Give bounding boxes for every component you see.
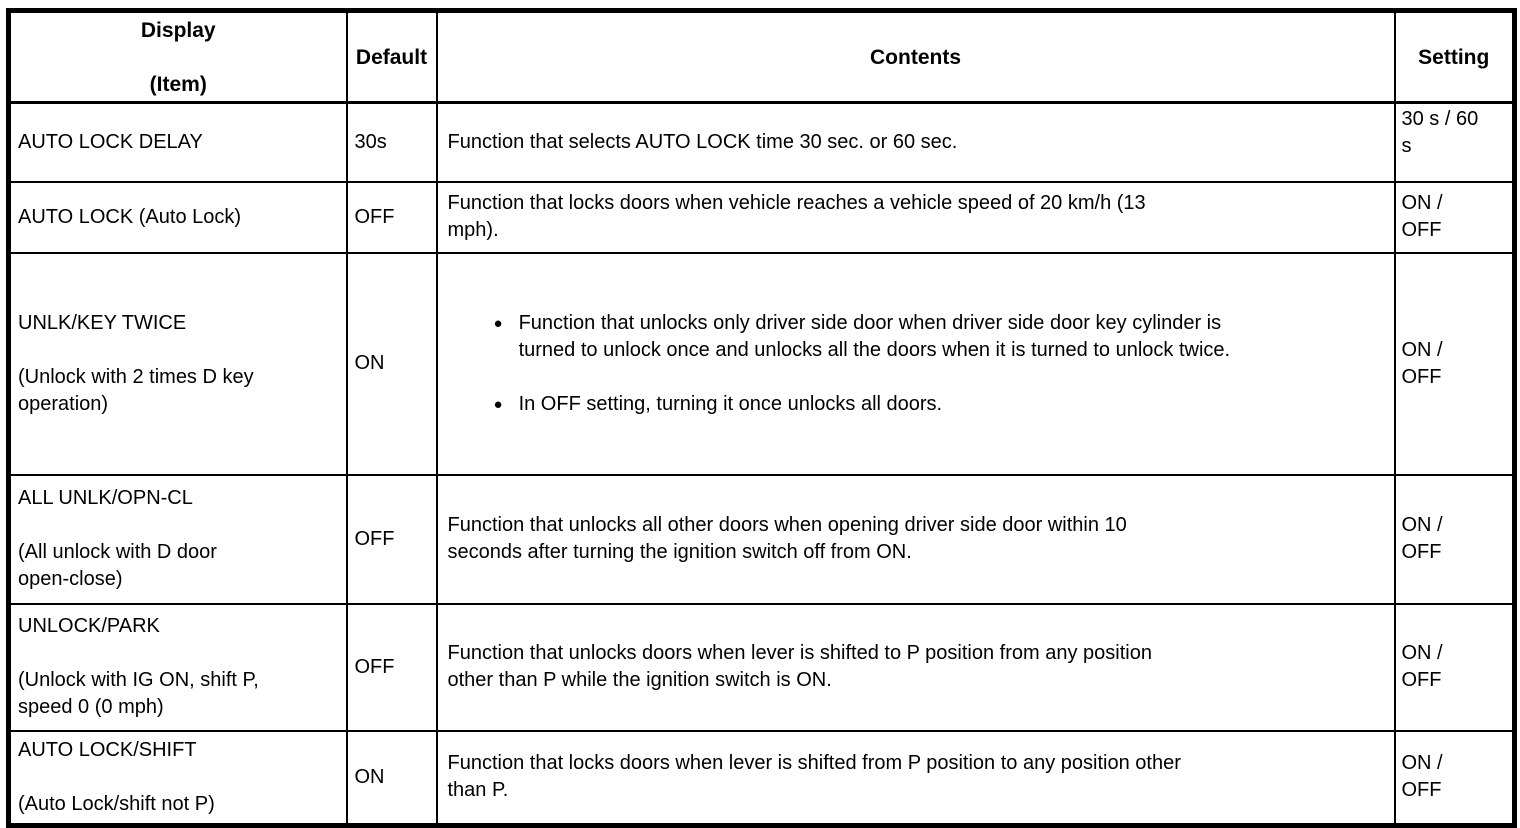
display-item-cell: AUTO LOCK (Auto Lock) [7,180,348,254]
display-item-cell: UNLK/KEY TWICE (Unlock with 2 times D ke… [7,251,348,476]
table-row: AUTO LOCK/SHIFT (Auto Lock/shift not P) … [7,729,1516,827]
default-value-cell: OFF [345,473,438,605]
default-value-cell: OFF [345,602,438,732]
setting-options-cell: ON / OFF [1393,251,1516,476]
bullet-icon: ● [493,314,503,332]
bullet-icon: ● [493,395,503,413]
display-item-cell: AUTO LOCK DELAY [7,101,348,183]
display-item-cell: ALL UNLK/OPN-CL (All unlock with D door … [7,473,348,605]
default-value-cell: 30s [345,101,438,183]
default-value-cell: ON [345,251,438,476]
contents-cell: ● Function that unlocks only driver side… [435,251,1396,476]
default-value-cell: ON [345,729,438,827]
bullet-item: ● Function that unlocks only driver side… [494,310,1388,364]
setting-options-cell: ON / OFF [1393,180,1516,254]
contents-cell: Function that locks doors when lever is … [435,729,1396,827]
column-header-setting: Setting [1393,9,1516,104]
bullet-item: ● In OFF setting, turning it once unlock… [494,391,1388,418]
manual-page: Display (Item) Default Contents Setting … [6,8,1517,828]
table-row: ALL UNLK/OPN-CL (All unlock with D door … [7,473,1516,605]
contents-cell: Function that locks doors when vehicle r… [435,180,1396,254]
column-header-display-item: Display (Item) [7,9,348,104]
setting-options-cell: ON / OFF [1393,602,1516,732]
contents-cell: Function that selects AUTO LOCK time 30 … [435,101,1396,183]
table-row: AUTO LOCK DELAY 30s Function that select… [7,101,1516,183]
default-value-cell: OFF [345,180,438,254]
setting-options-cell: ON / OFF [1393,473,1516,605]
table-row: UNLOCK/PARK (Unlock with IG ON, shift P,… [7,602,1516,732]
column-header-default: Default [345,9,438,104]
setting-options-cell: 30 s / 60 s [1393,101,1516,183]
contents-bullet-list: ● Function that unlocks only driver side… [448,283,1388,445]
display-item-cell: UNLOCK/PARK (Unlock with IG ON, shift P,… [7,602,348,732]
column-header-contents: Contents [435,9,1396,104]
door-lock-settings-table: Display (Item) Default Contents Setting … [6,8,1517,828]
setting-options-cell: ON / OFF [1393,729,1516,827]
display-item-cell: AUTO LOCK/SHIFT (Auto Lock/shift not P) [7,729,348,827]
contents-cell: Function that unlocks doors when lever i… [435,602,1396,732]
contents-cell: Function that unlocks all other doors wh… [435,473,1396,605]
table-header-row: Display (Item) Default Contents Setting [7,9,1516,104]
table-row: AUTO LOCK (Auto Lock) OFF Function that … [7,180,1516,254]
bullet-text: In OFF setting, turning it once unlocks … [518,392,943,415]
bullet-text: Function that unlocks only driver side d… [518,311,1231,361]
table-row: UNLK/KEY TWICE (Unlock with 2 times D ke… [7,251,1516,476]
